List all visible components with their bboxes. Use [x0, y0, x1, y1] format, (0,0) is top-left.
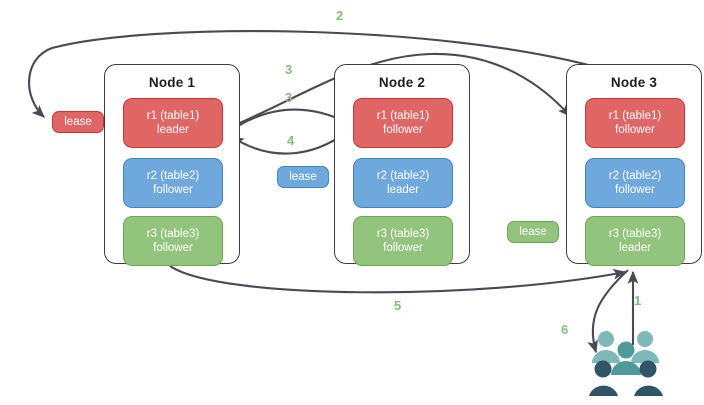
- replica-node3-r3[interactable]: r3 (table3) leader: [585, 216, 685, 266]
- lease-badge-table3[interactable]: lease: [507, 221, 559, 243]
- lease-badge-table1[interactable]: lease: [52, 111, 104, 133]
- node-container-2[interactable]: Node 2 r1 (table1) follower r2 (table2) …: [334, 64, 470, 266]
- replica-role: follower: [615, 184, 655, 196]
- replica-name: r2 (table2): [146, 170, 200, 182]
- node-title-3: Node 3: [610, 75, 658, 90]
- replica-node2-r3[interactable]: r3 (table3) follower: [353, 216, 453, 266]
- replica-name: r3 (table3): [608, 228, 662, 240]
- replica-name: r1 (table1): [376, 110, 430, 122]
- step-label-3-upper: 3: [285, 62, 293, 77]
- replica-role: follower: [153, 242, 193, 254]
- replica-role: follower: [153, 184, 193, 196]
- edge-5-node1-to-node3: [169, 265, 627, 294]
- replica-node3-r1[interactable]: r1 (table1) follower: [585, 98, 685, 148]
- replica-role: follower: [383, 242, 423, 254]
- step-label-6: 6: [561, 322, 569, 337]
- replica-role: follower: [383, 124, 423, 136]
- node-container-3[interactable]: Node 3 r1 (table1) follower r2 (table2) …: [566, 64, 702, 266]
- replica-name: r3 (table3): [376, 228, 430, 240]
- replica-name: r2 (table2): [376, 170, 430, 182]
- replica-node1-r1[interactable]: r1 (table1) leader: [123, 98, 223, 148]
- replica-role: follower: [615, 124, 655, 136]
- replica-node2-r2[interactable]: r2 (table2) leader: [353, 158, 453, 208]
- edge-3-node1-to-node2: [229, 108, 350, 132]
- replica-node3-r2[interactable]: r2 (table2) follower: [585, 158, 685, 208]
- replica-name: r1 (table1): [146, 110, 200, 122]
- replica-name: r2 (table2): [608, 170, 662, 182]
- replica-role: leader: [157, 124, 189, 136]
- lease-label: lease: [519, 226, 547, 238]
- step-label-5: 5: [394, 298, 402, 313]
- lease-label: lease: [64, 116, 92, 128]
- replica-role: leader: [619, 242, 651, 254]
- replica-name: r1 (table1): [608, 110, 662, 122]
- node-title-1: Node 1: [148, 75, 196, 90]
- step-label-1: 1: [634, 293, 642, 308]
- step-label-4: 4: [287, 133, 295, 148]
- node-container-1[interactable]: Node 1 r1 (table1) leader r2 (table2) fo…: [104, 64, 240, 266]
- users-icon: [589, 331, 663, 396]
- lease-label: lease: [289, 171, 317, 183]
- lease-badge-table2[interactable]: lease: [277, 166, 329, 188]
- replica-node1-r3[interactable]: r3 (table3) follower: [123, 216, 223, 266]
- replica-node1-r2[interactable]: r2 (table2) follower: [123, 158, 223, 208]
- step-label-2: 2: [336, 8, 344, 23]
- replica-node2-r1[interactable]: r1 (table1) follower: [353, 98, 453, 148]
- replica-role: leader: [387, 184, 419, 196]
- node-title-2: Node 2: [378, 75, 426, 90]
- step-label-3-lower: 3: [285, 90, 293, 105]
- replica-name: r3 (table3): [146, 228, 200, 240]
